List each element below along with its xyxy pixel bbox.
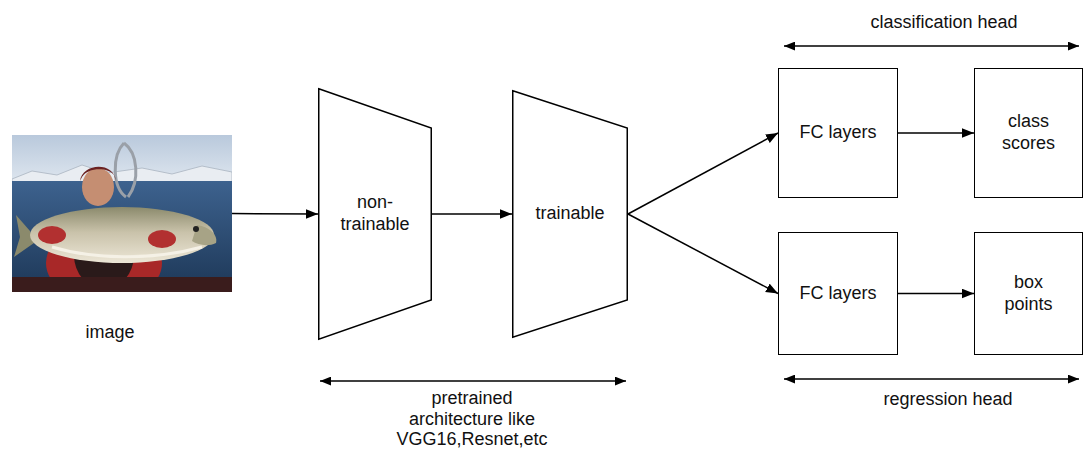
flow-arrow	[432, 213, 512, 215]
trainable-layers: trainable	[512, 90, 628, 338]
flow-arrow	[628, 214, 778, 294]
output-box: class scores	[974, 68, 1083, 198]
image-node: image	[12, 135, 232, 292]
box-text: FC layers	[799, 122, 876, 144]
section-label: pretrained architecture like VGG16,Resne…	[387, 388, 557, 450]
box-text: non- trainable	[333, 192, 418, 235]
box-text: trainable	[535, 203, 604, 225]
flow-arrow	[232, 213, 318, 215]
box-text: box points	[993, 272, 1065, 315]
photo	[12, 135, 232, 292]
trapezoid-outline	[513, 91, 628, 338]
head-label: classification head	[829, 12, 1059, 33]
flow-arrow	[898, 132, 974, 134]
fc-box: FC layers	[778, 232, 898, 355]
flow-arrow	[628, 133, 778, 214]
bracket-arrow	[320, 380, 626, 382]
frozen-layers: non- trainable	[318, 88, 432, 340]
fc-box: FC layers	[778, 68, 898, 198]
bracket-arrow	[784, 45, 1079, 47]
flow-arrow	[898, 293, 974, 295]
box-text: FC layers	[799, 283, 876, 305]
box-text: class scores	[993, 111, 1065, 154]
trapezoid-outline	[319, 89, 432, 340]
image-caption: image	[85, 322, 134, 344]
output-box: box points	[974, 232, 1083, 355]
bracket-arrow	[784, 378, 1079, 380]
head-label: regression head	[833, 389, 1063, 410]
